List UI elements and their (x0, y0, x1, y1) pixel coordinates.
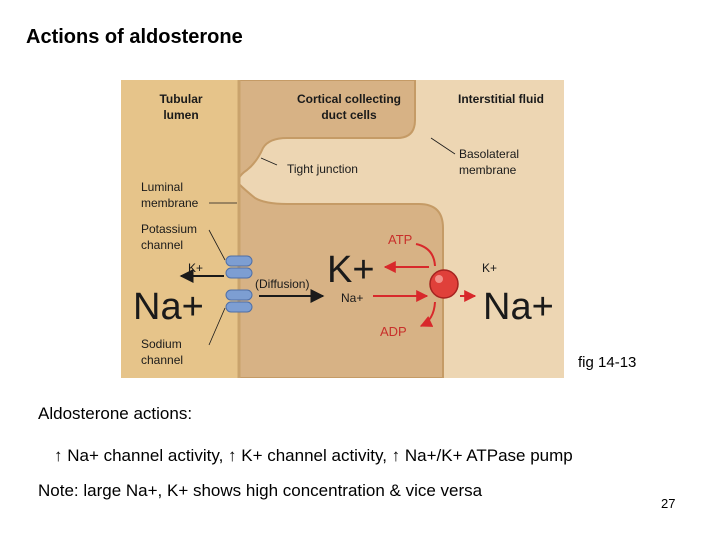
caption-detail: ↑ Na+ channel activity, ↑ K+ channel act… (54, 446, 573, 465)
diffusion-label: (Diffusion) (255, 277, 309, 291)
na-small-center-label: Na+ (341, 291, 363, 305)
adp-arrow (419, 301, 436, 327)
luminal-label-2: membrane (141, 196, 199, 210)
caption-heading: Aldosterone actions: (38, 404, 193, 423)
na-large-left-label: Na+ (133, 286, 204, 328)
adp-label: ADP (380, 324, 407, 339)
atp-arrow (415, 243, 436, 267)
tubular-lumen-label-2: lumen (163, 108, 198, 122)
basolateral-label-2: membrane (459, 163, 517, 177)
sodium-channel-label-2: channel (141, 353, 183, 367)
k-large-center-label: K+ (327, 249, 375, 291)
figure-caption: fig 14-13 (578, 354, 637, 371)
k-small-left-label: K+ (188, 261, 203, 275)
aldosterone-diagram: Tubular lumen Cortical collecting duct c… (121, 79, 564, 379)
aldosterone-figure: Tubular lumen Cortical collecting duct c… (121, 79, 564, 379)
atp-label: ATP (388, 232, 412, 247)
potassium-channel-label-2: channel (141, 238, 183, 252)
potassium-channel-label-1: Potassium (141, 222, 197, 236)
lower-duct-cell (238, 181, 444, 379)
duct-cells-label-2: duct cells (321, 108, 377, 122)
interstitial-fluid-label: Interstitial fluid (458, 92, 544, 106)
luminal-label-1: Luminal (141, 180, 183, 194)
k-small-right-label: K+ (482, 261, 497, 275)
tubular-lumen-region (121, 80, 239, 378)
caption-note: Note: large Na+, K+ shows high concentra… (38, 481, 483, 500)
sodium-channel-icon (225, 289, 253, 313)
leader-lines (208, 137, 456, 346)
slide-title: Actions of aldosterone (26, 26, 243, 48)
upper-duct-cell (238, 79, 416, 179)
tubular-lumen-label-1: Tubular (159, 92, 202, 106)
na-large-right-label: Na+ (483, 286, 554, 328)
duct-cells-label-1: Cortical collecting (297, 92, 401, 106)
sodium-channel-label-1: Sodium (141, 337, 182, 351)
basolateral-label-1: Basolateral (459, 147, 519, 161)
na-k-atpase-pump-icon (429, 269, 459, 299)
potassium-channel-icon (225, 255, 253, 279)
page-number: 27 (661, 496, 676, 511)
tight-junction-label: Tight junction (287, 162, 358, 176)
